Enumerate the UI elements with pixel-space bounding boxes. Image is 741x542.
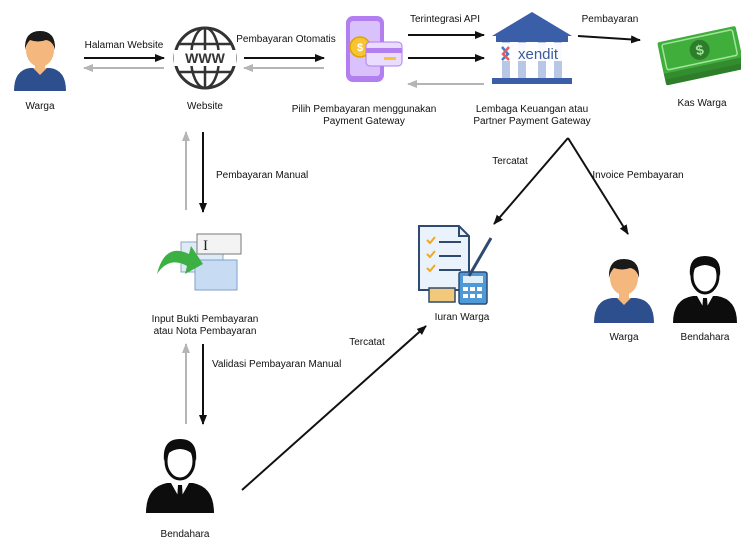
payment-gateway-label-2: Payment Gateway bbox=[323, 116, 405, 127]
bendahara-right-icon bbox=[673, 256, 737, 323]
arrow-bank-to-warga-right bbox=[567, 137, 629, 235]
bank-icon: xendit bbox=[492, 12, 572, 84]
globe-icon: WWW bbox=[173, 26, 237, 90]
label-pembayaran-manual: Pembayaran Manual bbox=[216, 170, 308, 181]
payment-gateway-icon: $ bbox=[346, 16, 403, 82]
label-invoice-pembayaran: Invoice Pembayaran bbox=[592, 170, 683, 181]
text-cursor-icon: I bbox=[203, 238, 208, 254]
coin-dollar-icon: $ bbox=[357, 42, 363, 54]
label-validasi-pembayaran-manual: Validasi Pembayaran Manual bbox=[212, 359, 341, 370]
xendit-logo-icon bbox=[501, 46, 510, 61]
label-pembayaran-otomatis: Pembayaran Otomatis bbox=[236, 34, 336, 45]
label-tercatat-bottom: Tercatat bbox=[349, 337, 385, 348]
warga-right-icon bbox=[594, 259, 654, 323]
warga-left-icon bbox=[14, 31, 66, 91]
lembaga-label-2: Partner Payment Gateway bbox=[473, 116, 590, 127]
iuran-warga-label: Iuran Warga bbox=[435, 312, 490, 323]
arrow-bank-to-iuran bbox=[493, 137, 569, 225]
money-stack-icon: $ bbox=[657, 26, 741, 86]
bendahara-bottom-icon bbox=[146, 439, 214, 513]
label-terintegrasi-api: Terintegrasi API bbox=[410, 14, 480, 25]
label-pembayaran: Pembayaran bbox=[582, 14, 639, 25]
input-bukti-label-2: atau Nota Pembayaran bbox=[154, 326, 257, 337]
payment-gateway-label-1: Pilih Pembayaran menggunakan bbox=[292, 104, 437, 115]
warga-left-label: Warga bbox=[25, 101, 55, 112]
arrow-bank-to-kas bbox=[577, 35, 641, 44]
dollar-sign-icon: $ bbox=[694, 41, 705, 58]
www-text: WWW bbox=[185, 50, 225, 66]
website-label: Website bbox=[187, 101, 223, 112]
kas-warga-label: Kas Warga bbox=[677, 98, 727, 109]
label-halaman-website: Halaman Website bbox=[85, 40, 164, 51]
document-calculator-icon bbox=[418, 225, 493, 305]
lembaga-label-1: Lembaga Keuangan atau bbox=[476, 104, 588, 115]
arrow-bendahara-to-iuran bbox=[241, 325, 427, 491]
bendahara-right-label: Bendahara bbox=[681, 332, 730, 343]
input-form-icon: I bbox=[157, 233, 242, 291]
bendahara-bottom-label: Bendahara bbox=[161, 529, 210, 540]
label-tercatat-top: Tercatat bbox=[492, 156, 528, 167]
input-bukti-label-1: Input Bukti Pembayaran bbox=[152, 314, 259, 325]
xendit-wordmark: xendit bbox=[518, 46, 559, 63]
warga-right-label: Warga bbox=[609, 332, 639, 343]
